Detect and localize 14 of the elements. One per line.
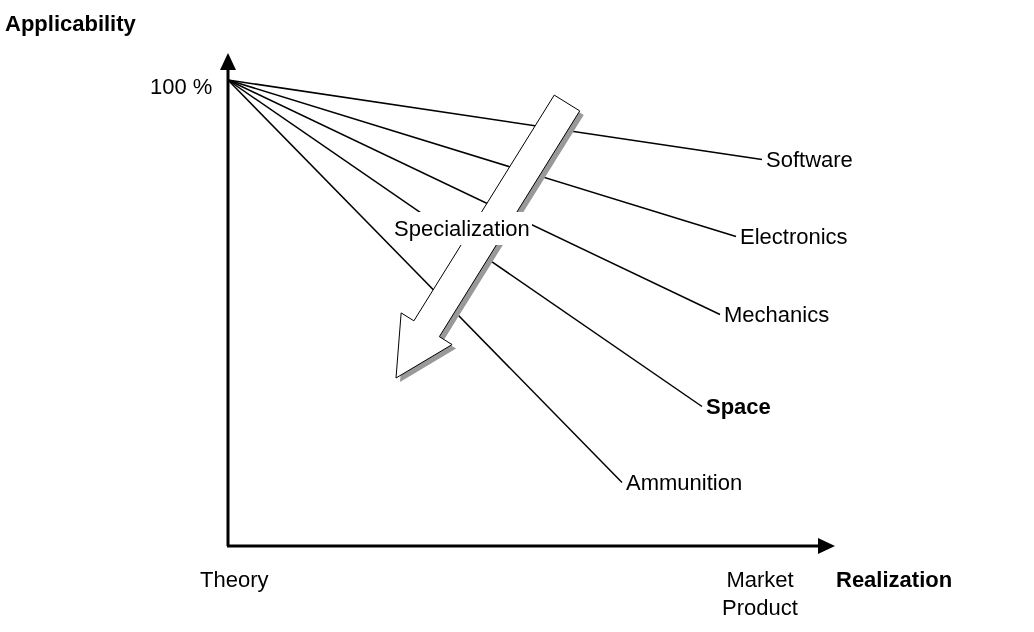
axis-title: Realization	[836, 566, 953, 594]
tick-label: Theory	[200, 566, 269, 594]
series-label: Ammunition	[626, 466, 743, 499]
line	[227, 79, 721, 316]
axis-title: Applicability	[5, 10, 136, 38]
tick-label: Market Product	[721, 566, 799, 621]
series-label: Space	[706, 390, 771, 423]
tick-label: 100 %	[150, 73, 213, 101]
series-label: Mechanics	[724, 298, 830, 331]
line	[227, 79, 763, 161]
line	[227, 79, 623, 484]
series-label: Software	[766, 143, 853, 176]
arrow-label: Specialization	[392, 212, 532, 245]
series-label: Electronics	[740, 220, 848, 253]
